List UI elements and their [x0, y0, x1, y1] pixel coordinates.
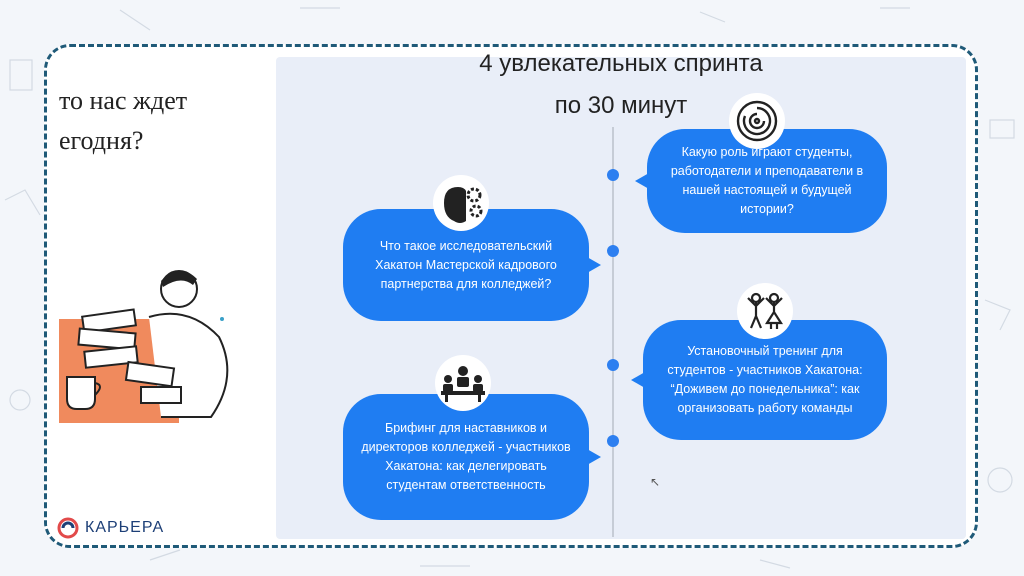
- subtitle-line1: то нас ждет: [59, 86, 188, 115]
- sprint-1-text: Какую роль играют студенты, работодатели…: [670, 145, 864, 216]
- people-cheering-icon: [747, 292, 784, 329]
- sprint-1-icon-wrap: [729, 93, 785, 149]
- meeting-icon: [441, 366, 485, 402]
- headline-line1: 4 увлекательных спринта: [479, 50, 763, 77]
- timeline-dot-4: [607, 435, 619, 447]
- sprint-3-icon-wrap: [737, 283, 793, 339]
- sprint-card-4: Брифинг для наставников и директоров кол…: [343, 394, 601, 520]
- mouse-cursor-icon: ↖: [650, 475, 661, 489]
- logo: КАРЬЕРА: [57, 517, 164, 539]
- sprint-3-text: Установочный тренинг для студентов - уча…: [667, 344, 863, 415]
- sprint-card-3: Установочный тренинг для студентов - уча…: [631, 320, 887, 440]
- person-illustration: [59, 270, 229, 423]
- slide-frame: то нас ждет егодня? К: [44, 44, 978, 548]
- timeline-dot-3: [607, 359, 619, 371]
- sprint-card-1: Какую роль играют студенты, работодатели…: [635, 129, 887, 233]
- sprint-4-text: Брифинг для наставников и директоров кол…: [361, 421, 571, 492]
- maze-icon: [736, 100, 778, 142]
- logo-mark-icon: [57, 517, 79, 539]
- sprint-2-text: Что такое исследовательский Хакатон Маст…: [375, 238, 557, 291]
- timeline-dot-1: [607, 169, 619, 181]
- headline-line2: по 30 минут: [554, 92, 688, 119]
- slide-subtitle: то нас ждет егодня?: [59, 81, 187, 161]
- sprint-2-icon-wrap: [433, 175, 489, 231]
- timeline-line: [612, 127, 614, 537]
- left-panel: то нас ждет егодня? К: [47, 47, 275, 545]
- logo-text: КАРЬЕРА: [85, 519, 165, 536]
- subtitle-line2: егодня?: [59, 126, 144, 155]
- timeline-dot-2: [607, 245, 619, 257]
- sprint-4-icon-wrap: [435, 355, 491, 411]
- brain-gears-icon: [444, 187, 483, 223]
